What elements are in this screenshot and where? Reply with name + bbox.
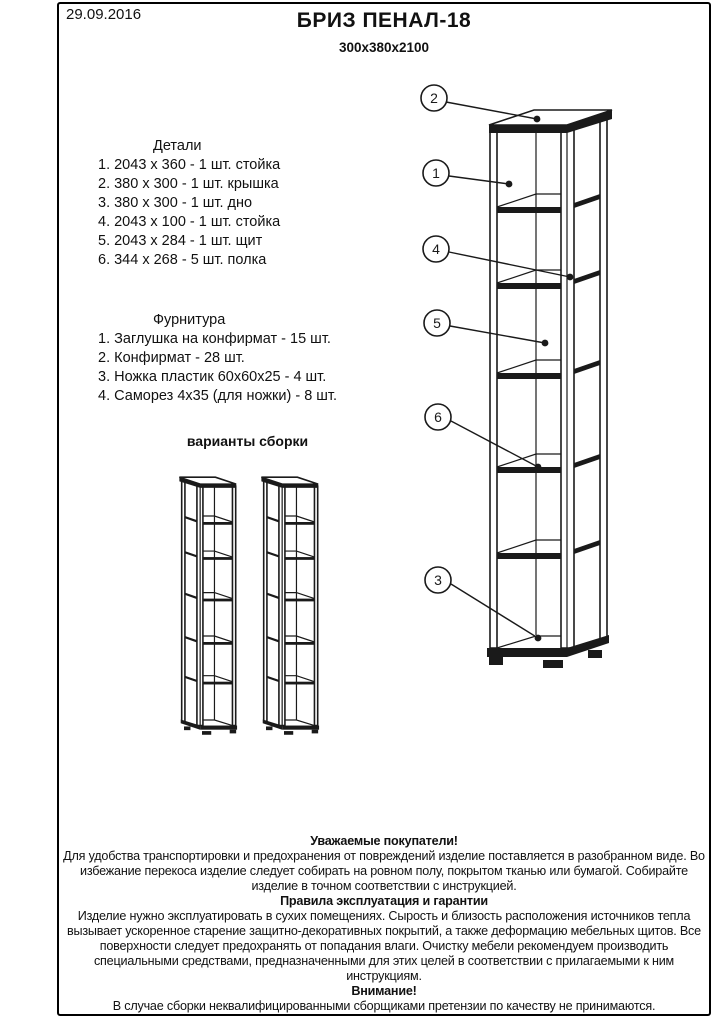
callout-circle-upright	[422, 159, 450, 187]
details-item: 1. 2043 х 360 - 1 шт. стойка	[98, 157, 281, 173]
callout-number: 5	[433, 315, 441, 331]
callout-number: 1	[432, 165, 440, 181]
hardware-item: 2. Конфирмат - 28 шт.	[98, 350, 245, 366]
variant-cabinet-right-drawing	[261, 476, 320, 736]
callout-circle-stile	[422, 235, 450, 263]
notes-rules-heading: Правила эксплуатация и гарантии	[280, 894, 488, 908]
date-label: 29.09.2016	[66, 6, 142, 23]
details-heading: Детали	[153, 138, 202, 154]
callout-circle-top	[420, 84, 448, 112]
details-item: 6. 344 х 268 - 5 шт. полка	[98, 252, 267, 268]
hardware-item: 1. Заглушка на конфирмат - 15 шт.	[98, 331, 331, 347]
details-item: 3. 380 х 300 - 1 шт. дно	[98, 195, 253, 211]
notes-transport-paragraph: Для удобства транспортировки и предохран…	[63, 849, 705, 893]
notes-claims-paragraph: В случае сборки неквалифицированными сбо…	[112, 999, 656, 1013]
callout-circle-shelf	[424, 403, 452, 431]
callout-leader-lines	[445, 101, 574, 642]
hardware-list: Фурнитура 1. Заглушка на конфирмат - 15 …	[98, 311, 388, 406]
variant-cabinet-left-drawing	[179, 476, 238, 736]
notes-block: Уважаемые покупатели! Для удобства транс…	[61, 834, 707, 1014]
notes-customers-heading: Уважаемые покупатели!	[310, 834, 458, 848]
callout-circle-panel	[423, 309, 451, 337]
callout-circle-bottom	[424, 566, 452, 594]
hardware-item: 4. Саморез 4х35 (для ножки) - 8 шт.	[98, 388, 337, 404]
callout-number: 3	[434, 572, 442, 588]
hardware-heading: Фурнитура	[153, 312, 226, 328]
details-item: 2. 380 х 300 - 1 шт. крышка	[98, 176, 279, 192]
details-item: 5. 2043 х 284 - 1 шт. щит	[98, 233, 263, 249]
callout-number: 4	[432, 241, 440, 257]
doc-subtitle: 300х380х2100	[338, 40, 430, 55]
details-list: Детали 1. 2043 х 360 - 1 шт. стойка 2. 3…	[98, 137, 388, 270]
main-cabinet-diagram: 2 1 4 5 6 3	[420, 84, 613, 669]
details-item: 4. 2043 х 100 - 1 шт. стойка	[98, 214, 281, 230]
hardware-item: 3. Ножка пластик 60х60х25 - 4 шт.	[98, 369, 327, 385]
callout-number: 6	[434, 409, 442, 425]
notes-warning-heading: Внимание!	[351, 984, 417, 998]
notes-care-paragraph: Изделие нужно эксплуатировать в сухих по…	[67, 909, 701, 983]
callout-number: 2	[430, 90, 438, 106]
variants-heading: варианты сборки	[186, 433, 309, 449]
doc-title: БРИЗ ПЕНАЛ-18	[296, 9, 472, 32]
